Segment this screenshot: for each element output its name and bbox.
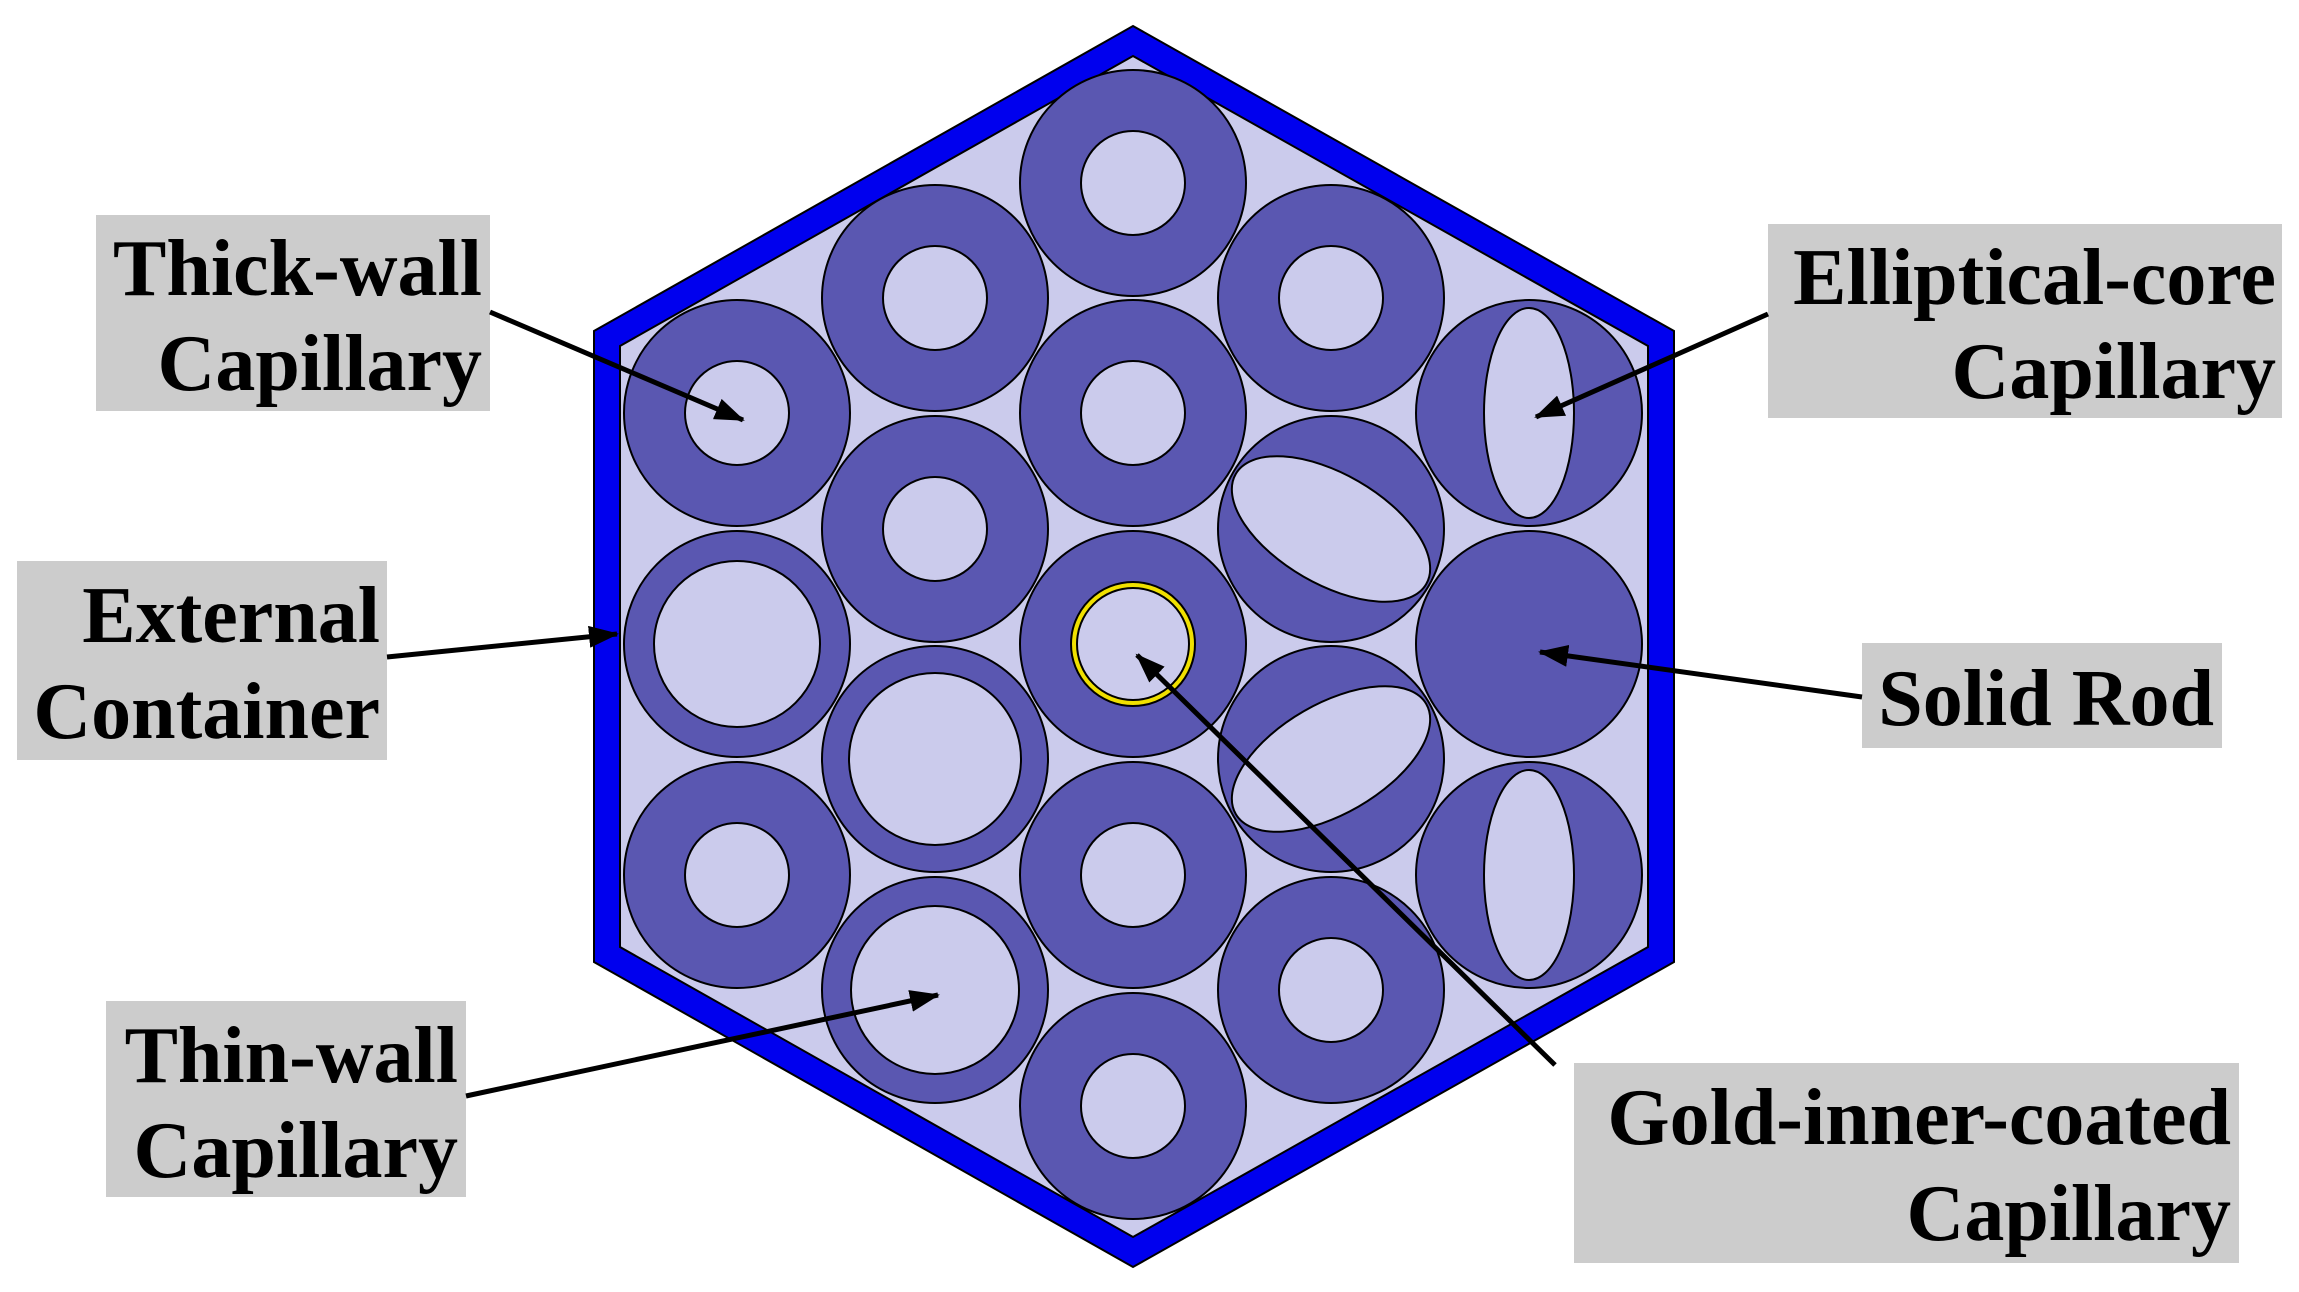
capillary-core	[1278, 245, 1384, 351]
capillary-core	[848, 672, 1022, 846]
thick-capillary	[1019, 761, 1247, 989]
capillary-core	[684, 822, 790, 928]
thick-capillary	[623, 761, 851, 989]
label-line-2: Capillary	[158, 320, 482, 408]
capillary-core	[1076, 587, 1190, 701]
ellipse-capillary	[1415, 761, 1643, 989]
label-line-1: Elliptical-core	[1793, 234, 2276, 322]
label-box	[1768, 224, 2282, 418]
arrow-thin-wall	[465, 990, 940, 1099]
solid-capillary	[1415, 530, 1643, 758]
thin-capillary	[623, 530, 851, 758]
label-box	[17, 561, 387, 760]
label-line-2: Container	[33, 668, 380, 756]
capillary-core	[653, 560, 821, 728]
label-box	[1574, 1063, 2239, 1263]
label-box	[96, 215, 490, 411]
thick-capillary	[1217, 876, 1445, 1104]
label-line-1: Thick-wall	[113, 225, 482, 313]
elliptical-core	[1483, 769, 1575, 981]
arrow-elliptical-core	[1534, 311, 1770, 420]
thin-capillary	[821, 645, 1049, 873]
label-box	[106, 1001, 466, 1197]
arrows	[386, 309, 1863, 1099]
capillary-array	[623, 69, 1643, 1220]
capillary-outer-wall	[1415, 530, 1643, 758]
arrow-external-container	[386, 625, 619, 660]
thick-capillary	[1019, 69, 1247, 297]
label-box	[1862, 643, 2222, 748]
elliptical-core	[1230, 455, 1432, 603]
label-line-1: External	[82, 572, 380, 660]
label-line-2: Capillary	[1907, 1170, 2231, 1258]
arrow-gold-coated	[1135, 653, 1557, 1067]
label-external-container: External Container	[17, 561, 387, 760]
capillary-core	[1080, 1053, 1186, 1159]
label-line-2: Capillary	[1952, 328, 2276, 416]
elliptical-core	[1483, 307, 1575, 519]
label-thick-wall: Thick-wall Capillary	[96, 215, 490, 411]
label-elliptical-core: Elliptical-core Capillary	[1768, 224, 2282, 418]
ellipse-capillary	[1415, 299, 1643, 527]
arrow-solid-rod	[1538, 644, 1863, 700]
thick-capillary	[1217, 184, 1445, 412]
ellipse-capillary	[1217, 415, 1445, 643]
label-line-1: Solid Rod	[1878, 655, 2214, 743]
gold-capillary	[1019, 530, 1247, 758]
thick-capillary	[1019, 992, 1247, 1220]
capillary-core	[1278, 937, 1384, 1043]
thick-capillary	[623, 299, 851, 527]
label-line-1: Thin-wall	[125, 1012, 458, 1100]
label-line-2: Capillary	[134, 1107, 458, 1195]
label-gold-coated: Gold-inner-coated Capillary	[1574, 1063, 2239, 1263]
arrow-thick-wall	[489, 309, 745, 423]
thick-capillary	[1019, 299, 1247, 527]
capillary-core	[684, 360, 790, 466]
thin-capillary	[821, 876, 1049, 1104]
thick-capillary	[821, 415, 1049, 643]
capillary-core	[1080, 130, 1186, 236]
capillary-core	[850, 905, 1020, 1075]
capillary-core	[882, 245, 988, 351]
label-line-1: Gold-inner-coated	[1607, 1074, 2231, 1162]
thick-capillary	[821, 184, 1049, 412]
label-thin-wall: Thin-wall Capillary	[106, 1001, 466, 1197]
label-solid-rod: Solid Rod	[1862, 643, 2222, 748]
capillary-core	[882, 476, 988, 582]
capillary-core	[1080, 822, 1186, 928]
capillary-core	[1080, 360, 1186, 466]
